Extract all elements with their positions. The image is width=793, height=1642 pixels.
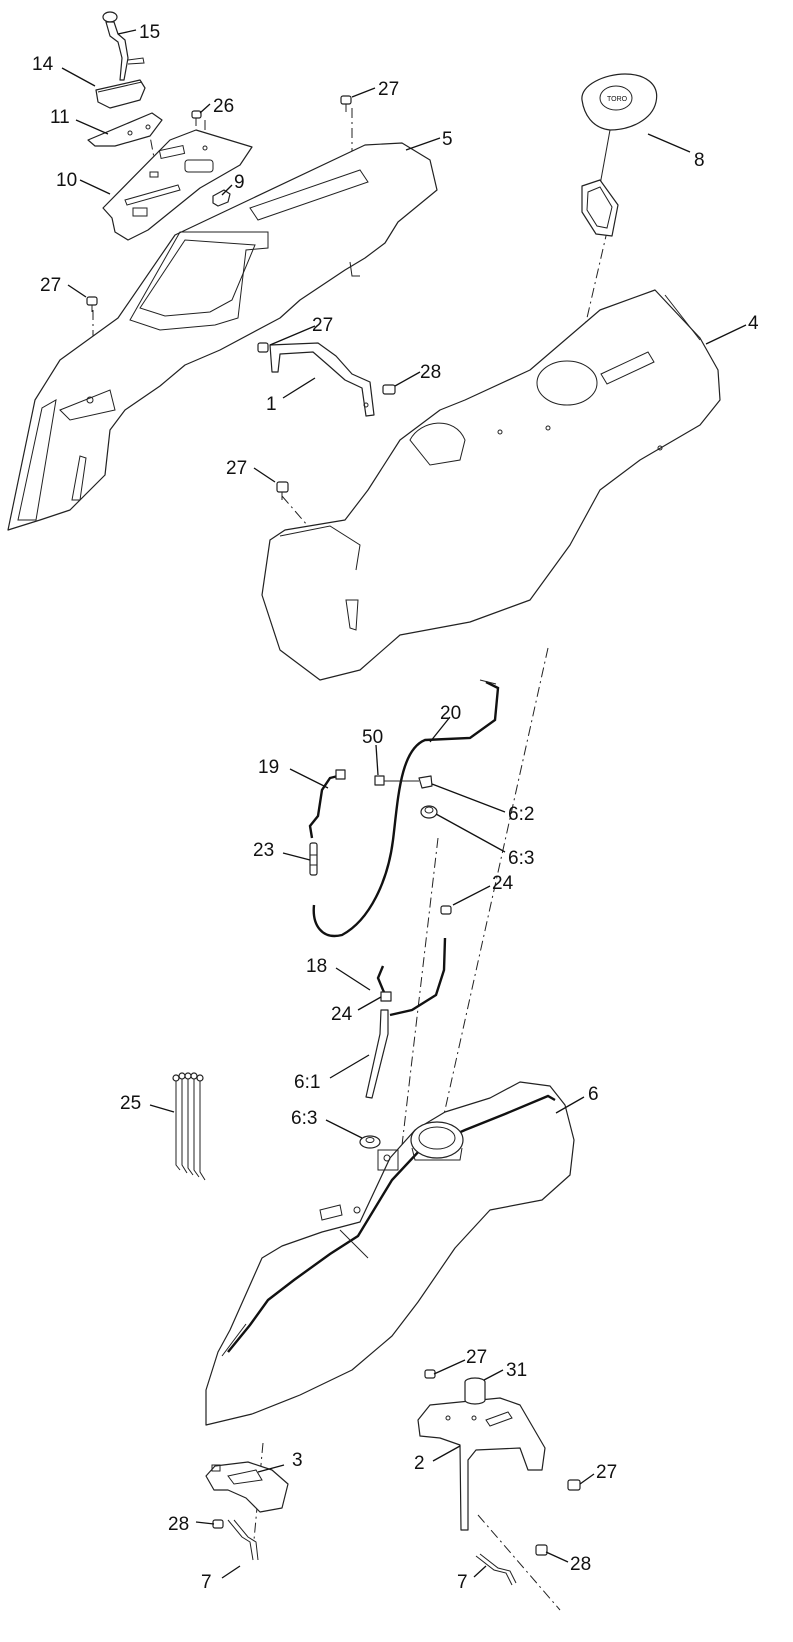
callout-23: 23	[253, 840, 274, 861]
pickup-tube-part-6-1	[365, 1009, 389, 1099]
callout-27-tank: 27	[226, 458, 247, 479]
screw-27-lower	[424, 1369, 436, 1379]
housing-part-14	[95, 79, 146, 109]
callout-6: 6	[588, 1084, 599, 1105]
fuel-hose-part-19	[308, 769, 346, 839]
callout-8: 8	[694, 150, 705, 171]
callout-7-left: 7	[201, 1572, 212, 1593]
screw-fasteners	[86, 95, 396, 500]
fitting-part-50	[374, 775, 385, 786]
callout-2: 2	[414, 1453, 425, 1474]
callout-27-left: 27	[40, 275, 61, 296]
grommet-part-6-3-lower	[359, 1135, 381, 1149]
clamp-part-24-upper	[440, 905, 452, 915]
callout-27-right: 27	[596, 1462, 617, 1483]
fuel-tank-part-6	[205, 1081, 575, 1426]
cable-ties-part-25	[172, 1072, 206, 1181]
screw-28-left	[212, 1519, 224, 1529]
console-shroud-part-5	[7, 142, 438, 531]
callout-1: 1	[266, 394, 277, 415]
callout-6-2: 6:2	[508, 804, 534, 825]
panel-plate-part-10	[102, 129, 253, 241]
callout-28-right: 28	[570, 1554, 591, 1575]
fuel-cap-part-8: TORO	[581, 73, 658, 237]
callout-27-bracket: 27	[312, 315, 333, 336]
bracket-part-1	[269, 342, 375, 417]
fittings	[374, 775, 438, 819]
bracket-part-2	[417, 1397, 546, 1531]
tank-cover-part-4	[261, 289, 721, 681]
screw-27-top	[340, 95, 352, 112]
callout-28-bracket: 28	[420, 362, 441, 383]
bracket-part-11	[87, 112, 163, 147]
leader-lines	[61, 29, 747, 1579]
callout-4: 4	[748, 313, 759, 334]
screw-26	[191, 110, 202, 126]
hose-part-18	[376, 905, 452, 1017]
clamp-part-24-lower	[380, 991, 392, 1002]
screw-27-tank	[276, 481, 289, 500]
callout-labels: 15 14 11 26 10 9 27 5 8 27 27 28 1 4 27 …	[32, 22, 759, 1593]
callout-6-3-upper: 6:3	[508, 848, 534, 869]
callout-31: 31	[506, 1360, 527, 1381]
callout-7-right: 7	[457, 1572, 468, 1593]
screw-27-bracket	[257, 342, 269, 353]
callout-9: 9	[234, 172, 245, 193]
callout-24-lower: 24	[331, 1004, 353, 1025]
check-valve-part-23	[309, 842, 318, 876]
screw-27-right	[567, 1479, 581, 1491]
callout-24-upper: 24	[492, 873, 514, 894]
clip-part-9	[212, 189, 231, 207]
callout-27-lower: 27	[466, 1347, 487, 1368]
callout-19: 19	[258, 757, 279, 778]
callout-11: 11	[50, 107, 70, 128]
bumper-part-31	[464, 1377, 486, 1405]
callout-15: 15	[139, 22, 160, 43]
callout-6-3-lower: 6:3	[291, 1108, 317, 1129]
cap-brand-label: TORO	[607, 96, 628, 103]
callout-10: 10	[56, 170, 77, 191]
callout-18: 18	[306, 956, 327, 977]
callout-14: 14	[32, 54, 54, 75]
grommet-part-6-3-upper	[420, 805, 438, 819]
strap-part-7-left	[227, 1519, 259, 1561]
callout-26: 26	[213, 96, 234, 117]
fitting-part-6-2	[418, 775, 433, 789]
screw-28-bracket	[382, 384, 396, 395]
strap-part-7-right	[475, 1553, 517, 1586]
callout-20: 20	[440, 703, 461, 724]
callout-5: 5	[442, 129, 453, 150]
callout-25: 25	[120, 1093, 141, 1114]
lever-part-15	[102, 11, 145, 81]
screw-28-right	[535, 1544, 548, 1556]
callout-3: 3	[292, 1450, 303, 1471]
fuel-hose-part-20	[312, 679, 500, 938]
screw-27-left	[86, 296, 98, 312]
bracket-part-3	[205, 1461, 289, 1513]
callout-50: 50	[362, 727, 383, 748]
callout-6-1: 6:1	[294, 1072, 320, 1093]
callout-28-left: 28	[168, 1514, 189, 1535]
lower-screws	[212, 1369, 581, 1556]
callout-27-top: 27	[378, 79, 399, 100]
